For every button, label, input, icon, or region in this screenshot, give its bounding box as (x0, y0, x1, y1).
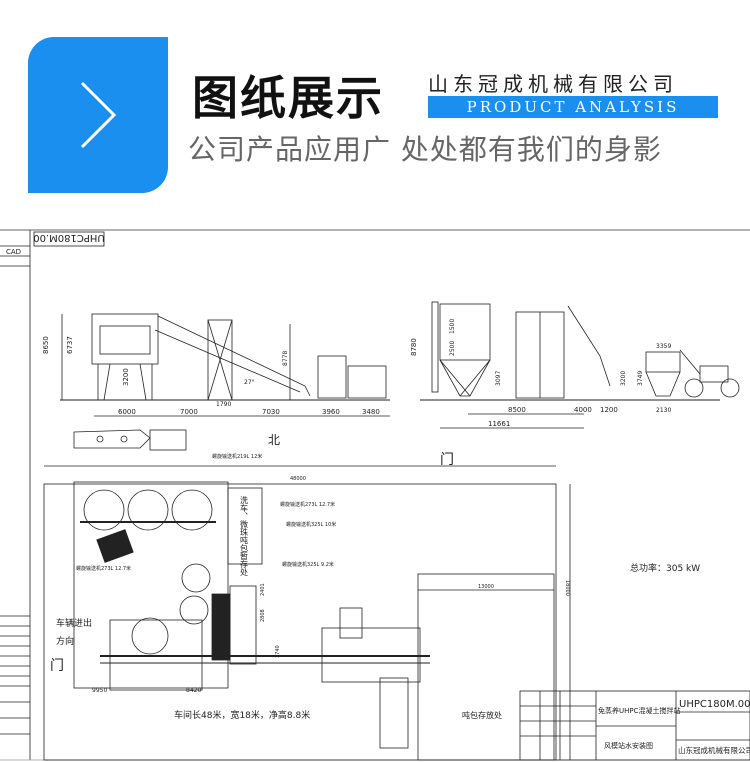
dim-label: 13000 (478, 584, 494, 590)
dim-label: 2500 (449, 341, 456, 356)
title-block-drawing-name: 风模站水安装图 (604, 741, 653, 750)
dim-label: 3740 (275, 645, 281, 658)
cad-label: CAD (6, 248, 21, 256)
elevation-left (60, 313, 390, 417)
dim-label: 8420 (186, 687, 201, 694)
logo-badge (28, 37, 168, 193)
dim-label: 1500 (449, 319, 456, 334)
title-block-project: 免蒸养UHPC混凝土搅拌站 (598, 706, 681, 715)
dim-label: 3097 (495, 371, 502, 386)
dim-label: 8650 (42, 336, 50, 354)
dim-label: 2130 (656, 407, 671, 414)
workshop-note: 车间长48米，宽18米，净高8.8米 (174, 709, 310, 721)
dim-label: 8500 (508, 406, 526, 414)
dim-label: 8778 (282, 351, 289, 366)
dim-label: 7000 (180, 408, 198, 416)
dim-label: 9950 (92, 687, 107, 694)
conveyor-label: 螺旋输送机325L 9.2米 (282, 561, 334, 568)
dim-label: 18000 (564, 580, 570, 596)
conveyor-label: 螺旋输送机219L 12米 (212, 453, 262, 460)
dim-label: 3359 (656, 343, 671, 350)
conveyor-label: 螺旋输送机325L 10米 (286, 521, 336, 528)
conveyor-label: 螺旋输送机273L 12.7米 (280, 501, 335, 508)
dim-label: 11661 (488, 420, 510, 428)
revision-table (0, 615, 30, 735)
title-block-code: UHPC180M.00 (679, 699, 750, 710)
model-code-rotated: UHPC180M.00 (33, 232, 104, 243)
dim-label: 2808 (260, 609, 266, 622)
mixer-truck-plan (73, 429, 187, 451)
dim-label: 6000 (118, 408, 136, 416)
title-block-company: 山东冠成机械有限公司 (678, 745, 750, 755)
site-plan (43, 465, 571, 761)
dim-label: 3749 (637, 371, 644, 386)
engineering-drawing: UHPC180M.00 CAD 8650 6737 3200 6000 7000… (0, 229, 750, 761)
product-analysis-banner: PRODUCT ANALYSIS (428, 96, 718, 118)
dim-label: 6737 (66, 336, 74, 354)
dim-label: 1790 (216, 401, 231, 408)
dim-label: 3200 (620, 371, 627, 386)
title-block (519, 690, 750, 761)
total-power: 总功率：305 kW (630, 562, 700, 574)
dim-label: 27° (244, 379, 255, 386)
side-note: 洗车、微珠吨包暂存处 (240, 495, 249, 577)
bag-storage-label: 吨包存放处 (462, 710, 502, 720)
dim-label: 4000 (574, 406, 592, 414)
dim-label: 2401 (260, 583, 266, 596)
vehicle-exit-label: 车辆进出 (56, 617, 92, 629)
company-name: 山东冠成机械有限公司 (428, 72, 678, 96)
dim-label: 3480 (362, 408, 380, 416)
door-left-label: 门 (50, 658, 64, 674)
dim-label: 8780 (410, 338, 418, 356)
north-label: 北 (268, 433, 280, 447)
elevation-right (420, 301, 740, 429)
conveyor-label: 螺旋输送机273L 12.7米 (76, 565, 131, 572)
chevron-right-icon (80, 81, 117, 149)
dim-label: 48000 (290, 476, 306, 482)
door-top-label: 门 (440, 452, 454, 468)
dim-label: 3200 (122, 368, 130, 386)
subtitle: 公司产品应用广 处处都有我们的身影 (188, 133, 662, 166)
dim-label: 1200 (600, 406, 618, 414)
dim-label: 3960 (322, 408, 340, 416)
vehicle-exit-label-2: 方向 (56, 635, 74, 647)
dim-label: 7030 (262, 408, 280, 416)
page-title: 图纸展示 (192, 71, 384, 125)
